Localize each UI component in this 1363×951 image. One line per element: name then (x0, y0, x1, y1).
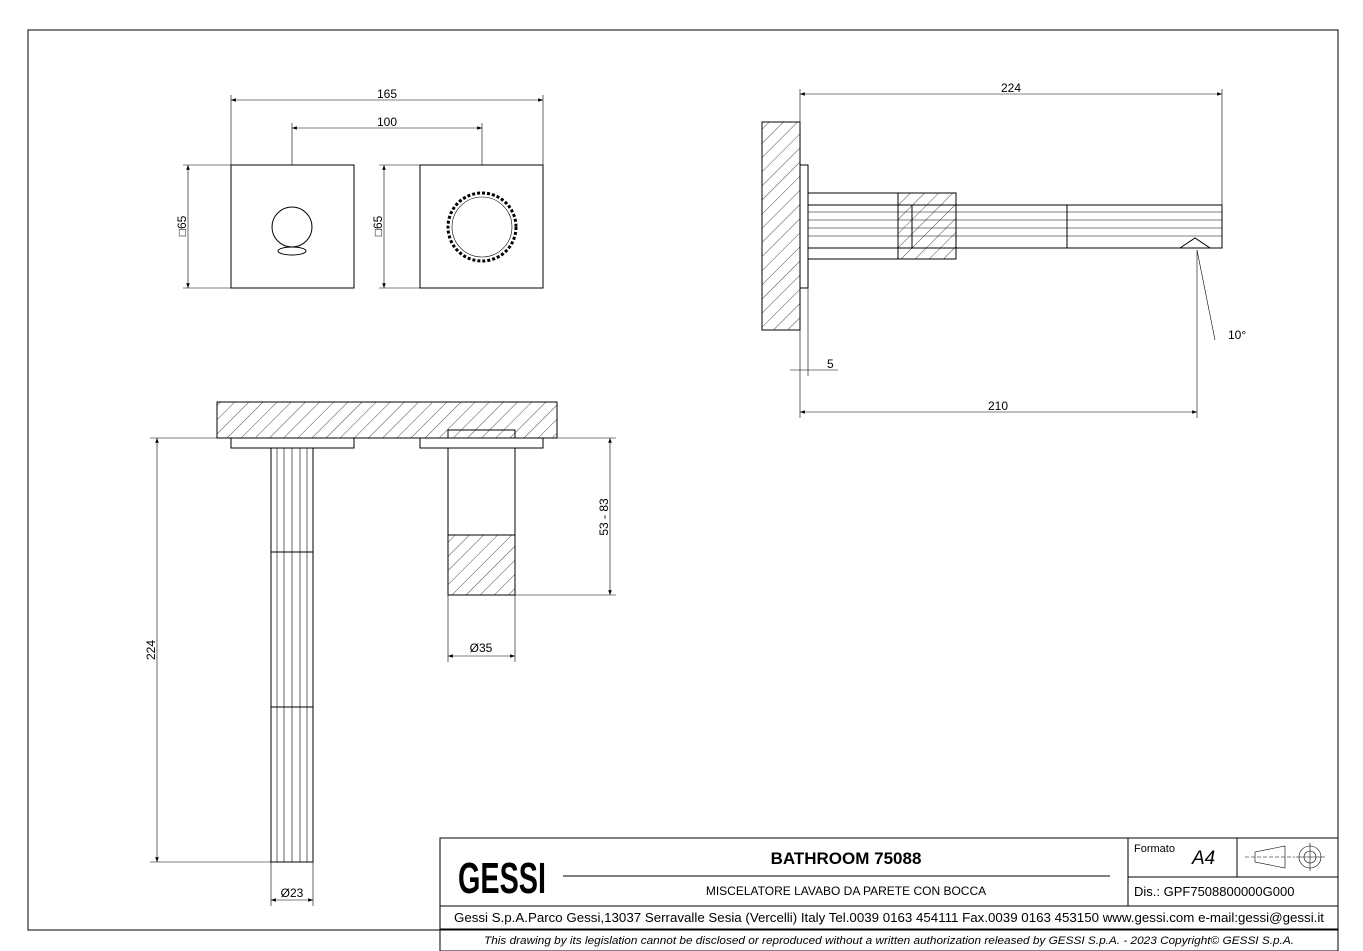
dim-53-83: 53 - 83 (597, 498, 611, 536)
dim-165: 165 (377, 87, 397, 101)
drawing-frame (27, 29, 1339, 931)
dim-d23: Ø23 (281, 886, 304, 900)
plate-left (230, 164, 355, 289)
format-label: Formato (1134, 843, 1175, 855)
drawing-number: Dis.: GPF7508800000G000 (1134, 884, 1294, 899)
company-address: Gessi S.p.A.Parco Gessi,13037 Serravalle… (454, 911, 1325, 925)
dim-plate1: □65 (175, 215, 189, 236)
dim-front-224: 224 (144, 640, 158, 660)
front-view: 224 53 - 83 Ø35 Ø23 (144, 401, 616, 906)
dim-100: 100 (377, 115, 397, 129)
top-view: 165 100 □65 □65 (175, 87, 544, 289)
copyright-disclaimer: This drawing by its legislation cannot b… (484, 935, 1294, 947)
drawing-title: BATHROOM 75088 (771, 849, 922, 868)
drawing-subtitle: MISCELATORE LAVABO DA PARETE CON BOCCA (706, 884, 986, 898)
dim-angle: 10° (1228, 328, 1246, 342)
dim-side-210: 210 (988, 399, 1008, 413)
projection-symbol-icon (1245, 843, 1325, 871)
dim-d35: Ø35 (470, 641, 493, 655)
dim-side-224: 224 (1001, 81, 1021, 95)
dim-plate2: □65 (371, 215, 385, 236)
plate-right (419, 164, 544, 289)
dim-side-5: 5 (827, 357, 834, 371)
side-view: 224 210 5 10° (761, 81, 1246, 418)
gessi-logo: GESSI (458, 854, 546, 903)
title-block: GESSI BATHROOM 75088 MISCELATORE LAVABO … (439, 837, 1339, 951)
format-value: A4 (1191, 848, 1215, 869)
